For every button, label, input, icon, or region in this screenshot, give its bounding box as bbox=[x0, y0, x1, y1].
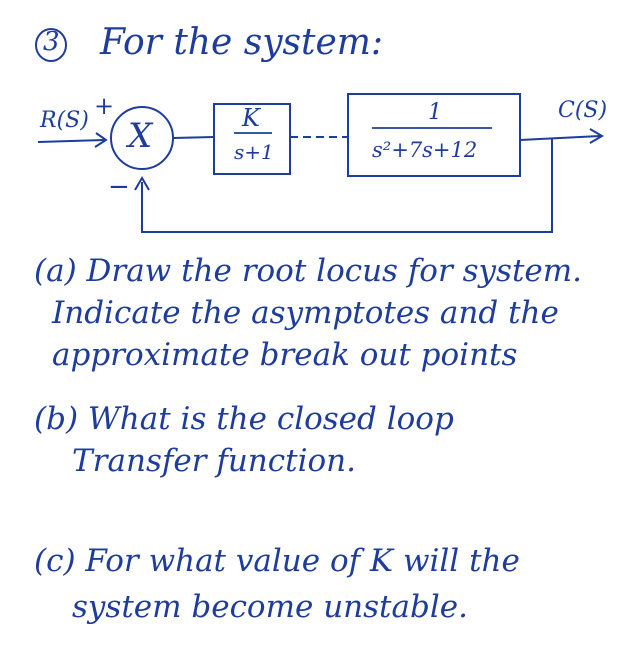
connector-1 bbox=[172, 136, 215, 139]
output-arrow bbox=[519, 135, 601, 141]
question-c: (c) For what value of K will the bbox=[34, 542, 520, 581]
question-a: (a) Draw the root locus for system. bbox=[34, 252, 582, 291]
question-c-line-2: system become unstable. bbox=[72, 589, 468, 625]
question-number: 3 bbox=[43, 27, 60, 57]
feedback-arrowhead bbox=[134, 176, 150, 191]
question-a-line-3: approximate break out points bbox=[52, 337, 518, 373]
plus-sign: + bbox=[94, 92, 115, 120]
question-c-label: (c) bbox=[34, 543, 76, 579]
page-title: For the system: bbox=[100, 22, 384, 63]
circle-outline bbox=[35, 28, 67, 62]
feedback-path bbox=[141, 138, 553, 233]
question-a-line-2: Indicate the asymptotes and the bbox=[52, 295, 559, 331]
block-2-denominator: s²+7s+12 bbox=[372, 138, 478, 162]
question-a-line-1: Draw the root locus for system. bbox=[86, 253, 583, 289]
minus-sign: − bbox=[108, 172, 130, 202]
output-label: C(S) bbox=[558, 98, 608, 123]
question-number-circle: 3 bbox=[32, 24, 72, 64]
question-b-label: (b) bbox=[34, 401, 79, 437]
block-1-box bbox=[213, 103, 291, 175]
question-b-line-1: What is the closed loop bbox=[87, 401, 454, 437]
input-arrow bbox=[37, 139, 105, 143]
input-label: R(S) bbox=[40, 108, 89, 133]
summer-symbol: X bbox=[128, 116, 153, 156]
input-arrowhead bbox=[94, 132, 108, 148]
question-b-line-2: Transfer function. bbox=[72, 443, 356, 479]
question-a-label: (a) bbox=[34, 253, 77, 289]
block-1-denominator: s+1 bbox=[234, 140, 274, 164]
block-1-numerator: K bbox=[242, 104, 260, 132]
question-c-line-1: For what value of K will the bbox=[85, 543, 520, 579]
output-arrowhead bbox=[589, 128, 604, 144]
question-b: (b) What is the closed loop bbox=[34, 400, 454, 439]
block-2-numerator: 1 bbox=[428, 100, 442, 125]
block-2-box bbox=[347, 93, 521, 177]
